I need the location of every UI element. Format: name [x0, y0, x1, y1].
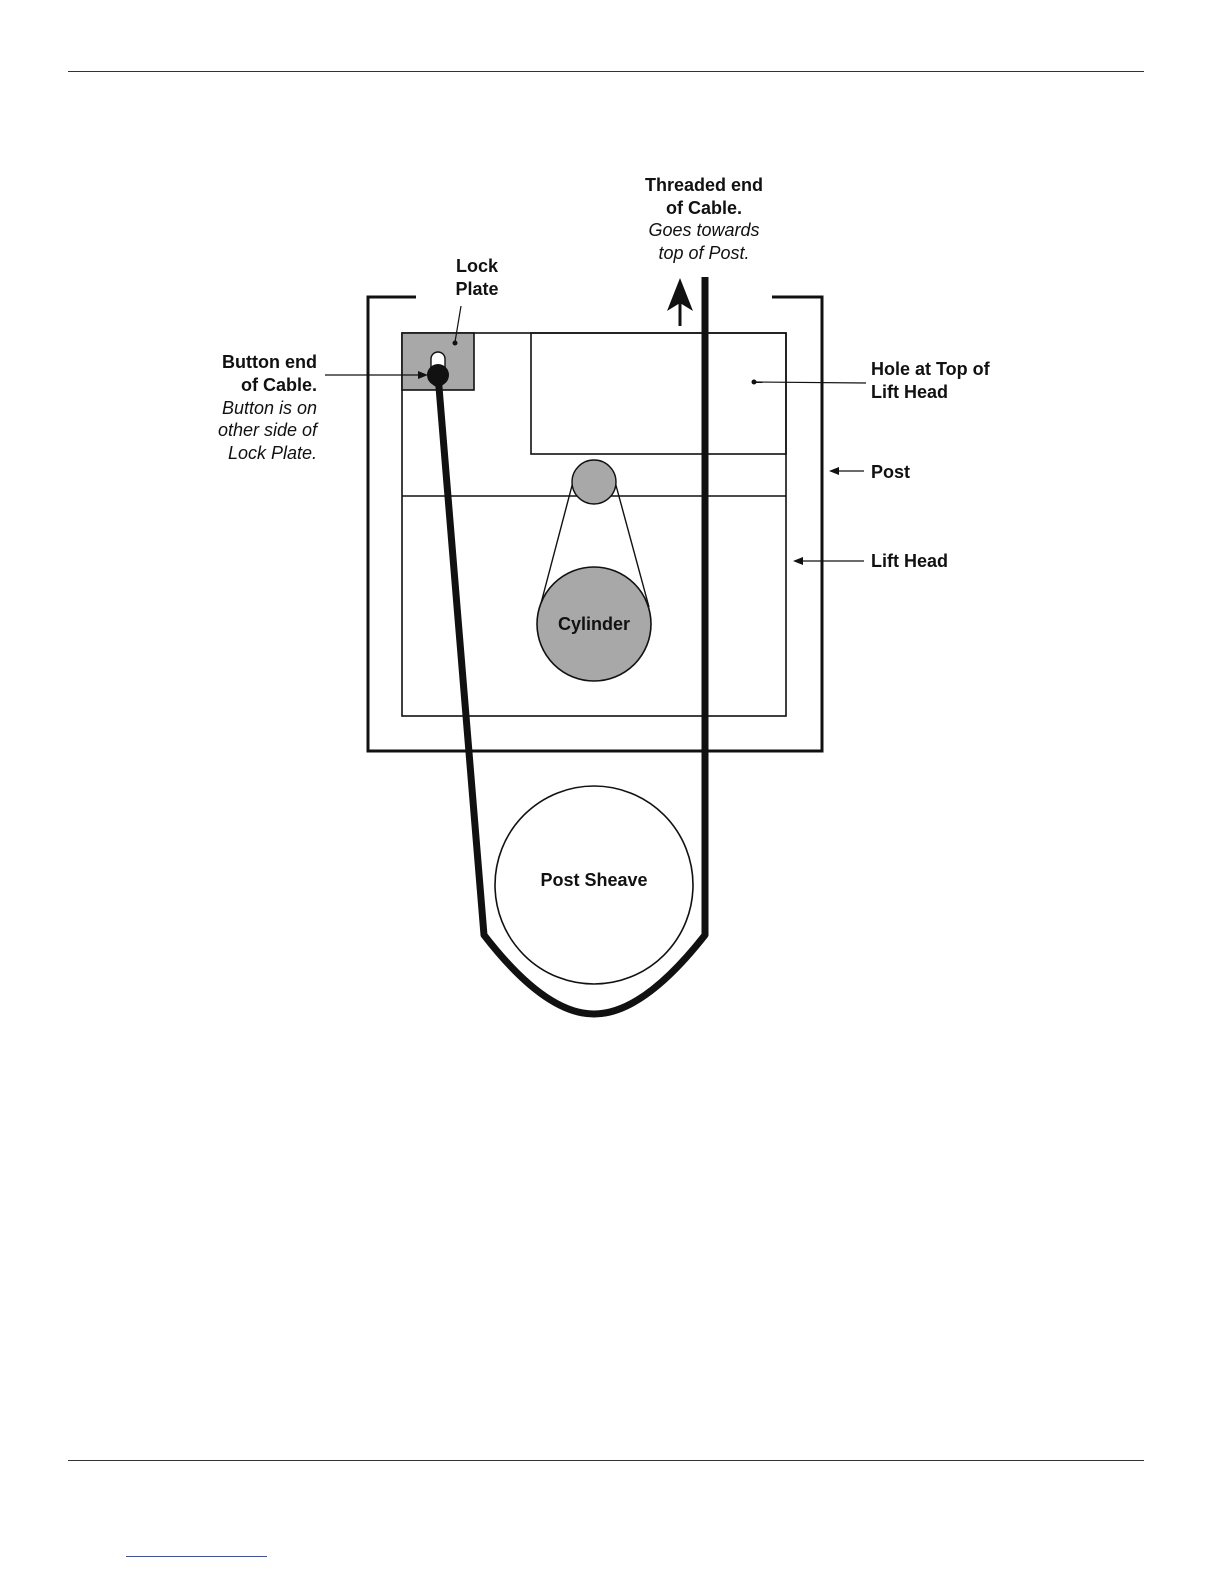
post-label: Post [871, 462, 910, 482]
cylinder-sheave [572, 460, 616, 504]
hole-top-label-2: Lift Head [871, 382, 948, 402]
lift-head-arrowhead [793, 557, 803, 565]
lock-plate-leader-dot [453, 341, 458, 346]
button-end-note-2: other side of [218, 420, 319, 440]
cable-button-end [427, 364, 449, 386]
threaded-end-note-1: Goes towards [648, 220, 759, 240]
lift-head-label: Lift Head [871, 551, 948, 571]
post-sheave-label: Post Sheave [540, 870, 647, 890]
button-end-title-2: of Cable. [241, 375, 317, 395]
lock-plate-label-2: Plate [455, 279, 498, 299]
hole-top-label-1: Hole at Top of [871, 359, 991, 379]
post-arrowhead [829, 467, 839, 475]
threaded-end-title-2: of Cable. [666, 198, 742, 218]
hole-top-leader-dot [752, 380, 757, 385]
button-end-note-3: Lock Plate. [228, 443, 317, 463]
hole-top-leader [755, 382, 866, 383]
threaded-end-title-1: Threaded end [645, 175, 763, 195]
lift-head-top-hole [531, 333, 786, 454]
lock-plate-label-1: Lock [456, 256, 499, 276]
button-end-note-1: Button is on [222, 398, 317, 418]
button-end-title-1: Button end [222, 352, 317, 372]
cylinder-label: Cylinder [558, 614, 630, 634]
threaded-end-note-2: top of Post. [658, 243, 749, 263]
